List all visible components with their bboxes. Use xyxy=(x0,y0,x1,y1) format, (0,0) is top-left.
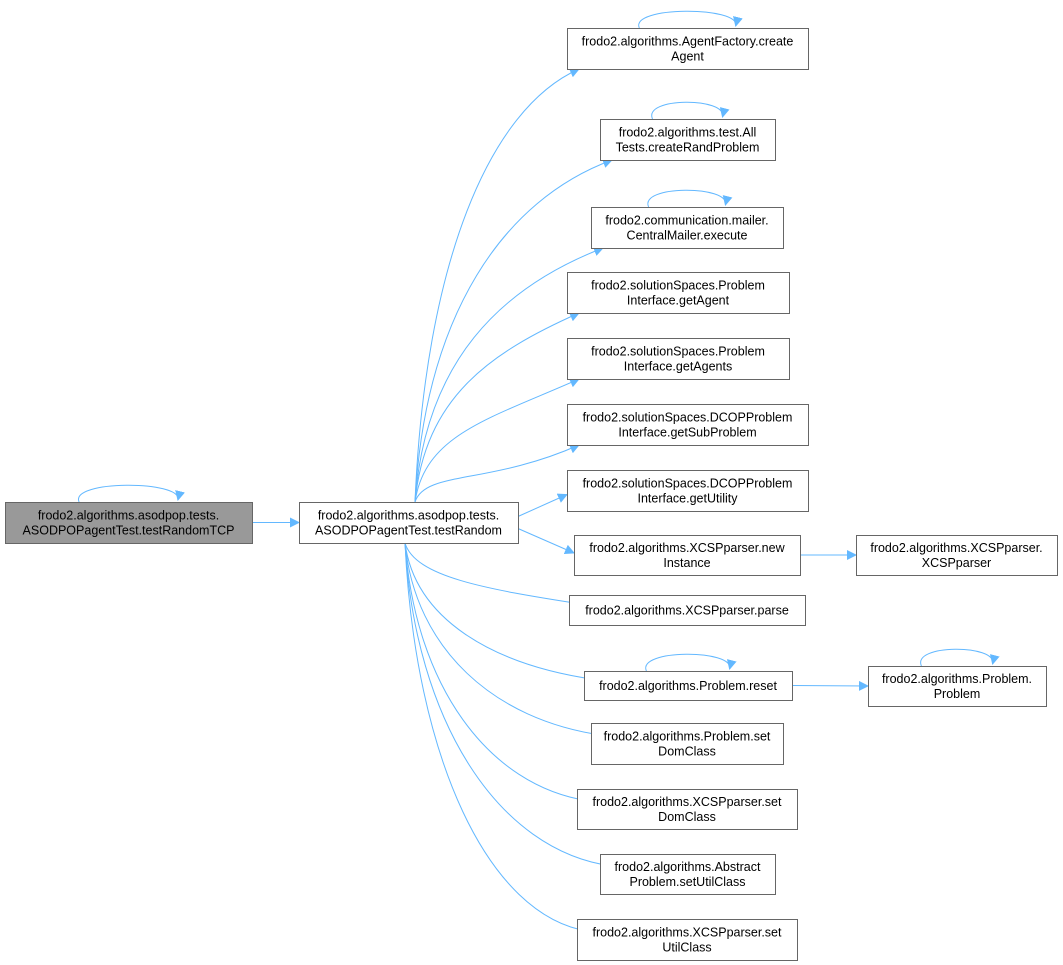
node-label: DomClass xyxy=(658,745,716,759)
node-i[interactable]: frodo2.algorithms.XCSPparser.parse xyxy=(569,595,806,626)
edge-n1-to-a xyxy=(414,68,580,503)
node-label: frodo2.algorithms.Problem.set xyxy=(604,730,771,744)
node-d[interactable]: frodo2.solutionSpaces.ProblemInterface.g… xyxy=(567,272,790,314)
edge-n1-to-m xyxy=(404,542,613,870)
node-label: frodo2.algorithms.XCSPparser.parse xyxy=(585,604,789,618)
edge-n1-to-e xyxy=(414,378,580,503)
node-m[interactable]: frodo2.algorithms.AbstractProblem.setUti… xyxy=(600,854,776,895)
node-e[interactable]: frodo2.solutionSpaces.ProblemInterface.g… xyxy=(567,338,790,380)
edge-n1-to-j xyxy=(404,542,597,684)
node-label: frodo2.solutionSpaces.Problem xyxy=(591,279,765,293)
node-label: frodo2.algorithms.Problem.reset xyxy=(599,679,777,693)
node-box[interactable] xyxy=(856,535,1058,576)
edge-n1-to-g xyxy=(517,493,568,517)
node-label: frodo2.communication.mailer. xyxy=(605,214,768,228)
node-box[interactable] xyxy=(574,535,801,576)
node-label: frodo2.algorithms.Abstract xyxy=(615,860,761,874)
node-label: frodo2.algorithms.asodpop.tests. xyxy=(38,509,219,523)
node-box[interactable] xyxy=(591,207,784,249)
edge-j-to-q xyxy=(791,680,869,691)
node-label: frodo2.solutionSpaces.DCOPProblem xyxy=(583,477,793,491)
node-label: UtilClass xyxy=(662,941,711,955)
node-label: ASODPOPagentTest.testRandomTCP xyxy=(23,524,235,538)
node-n0[interactable]: frodo2.algorithms.asodpop.tests.ASODPOPa… xyxy=(5,484,253,544)
node-q[interactable]: frodo2.algorithms.Problem.Problem xyxy=(868,648,1047,707)
self-call-edge xyxy=(920,648,1000,667)
self-call-edge xyxy=(647,189,733,208)
self-call-edge xyxy=(638,10,743,29)
node-box[interactable] xyxy=(577,919,798,961)
node-label: frodo2.algorithms.XCSPparser.set xyxy=(593,926,783,940)
edge-n1-to-l xyxy=(404,542,590,805)
node-box[interactable] xyxy=(600,119,776,161)
self-call-edge xyxy=(78,484,185,503)
node-f[interactable]: frodo2.solutionSpaces.DCOPProblemInterfa… xyxy=(567,404,809,446)
node-label: Tests.createRandProblem xyxy=(616,141,760,155)
node-x[interactable]: frodo2.algorithms.XCSPparser.XCSPparser xyxy=(856,535,1058,576)
edge-n1-to-d xyxy=(414,312,580,503)
node-label: Interface.getUtility xyxy=(637,492,738,506)
node-box[interactable] xyxy=(569,595,806,626)
node-box[interactable] xyxy=(5,502,253,544)
node-label: Problem xyxy=(934,687,981,701)
node-label: frodo2.algorithms.asodpop.tests. xyxy=(318,509,499,523)
node-label: ASODPOPagentTest.testRandom xyxy=(315,524,502,538)
node-label: Instance xyxy=(663,556,710,570)
node-c[interactable]: frodo2.communication.mailer.CentralMaile… xyxy=(591,189,784,249)
node-label: Interface.getAgent xyxy=(627,294,730,308)
edge-n1-to-i xyxy=(404,542,582,608)
node-label: frodo2.algorithms.test.All xyxy=(619,126,757,140)
node-label: frodo2.algorithms.XCSPparser.set xyxy=(593,795,783,809)
node-label: frodo2.solutionSpaces.DCOPProblem xyxy=(583,411,793,425)
node-label: Interface.getSubProblem xyxy=(618,426,756,440)
node-box[interactable] xyxy=(567,272,790,314)
node-label: frodo2.algorithms.XCSPparser.new xyxy=(589,541,785,555)
node-box[interactable] xyxy=(567,338,790,380)
edge-n1-to-k xyxy=(404,542,604,740)
edge-n1-to-p xyxy=(404,542,590,935)
node-label: frodo2.algorithms.XCSPparser. xyxy=(870,541,1042,555)
node-b[interactable]: frodo2.algorithms.test.AllTests.createRa… xyxy=(600,101,776,161)
node-a[interactable]: frodo2.algorithms.AgentFactory.createAge… xyxy=(567,10,809,70)
node-box[interactable] xyxy=(584,671,793,701)
node-n1[interactable]: frodo2.algorithms.asodpop.tests.ASODPOPa… xyxy=(299,502,519,544)
node-box[interactable] xyxy=(567,404,809,446)
node-box[interactable] xyxy=(567,470,809,512)
node-box[interactable] xyxy=(567,28,809,70)
node-label: frodo2.solutionSpaces.Problem xyxy=(591,345,765,359)
node-label: Interface.getAgents xyxy=(624,360,732,374)
node-label: Problem.setUtilClass xyxy=(629,875,745,889)
node-label: DomClass xyxy=(658,810,716,824)
self-call-edge xyxy=(651,101,730,120)
node-box[interactable] xyxy=(299,502,519,544)
node-label: CentralMailer.execute xyxy=(627,229,748,243)
edge-n1-to-h xyxy=(517,528,575,554)
edge-n1-to-b xyxy=(414,158,613,503)
node-label: frodo2.algorithms.Problem. xyxy=(882,672,1032,686)
node-label: frodo2.algorithms.AgentFactory.create xyxy=(582,35,794,49)
node-p[interactable]: frodo2.algorithms.XCSPparser.setUtilClas… xyxy=(577,919,798,961)
node-box[interactable] xyxy=(600,854,776,895)
node-box[interactable] xyxy=(577,789,798,830)
node-j[interactable]: frodo2.algorithms.Problem.reset xyxy=(584,653,793,701)
node-label: XCSPparser xyxy=(922,556,991,570)
edge-n1-to-c xyxy=(414,246,604,503)
self-call-edge xyxy=(645,653,737,672)
node-box[interactable] xyxy=(868,666,1047,707)
node-g[interactable]: frodo2.solutionSpaces.DCOPProblemInterfa… xyxy=(567,470,809,512)
node-box[interactable] xyxy=(591,723,784,765)
node-label: Agent xyxy=(671,50,704,64)
edge-n1-to-f xyxy=(414,444,580,503)
